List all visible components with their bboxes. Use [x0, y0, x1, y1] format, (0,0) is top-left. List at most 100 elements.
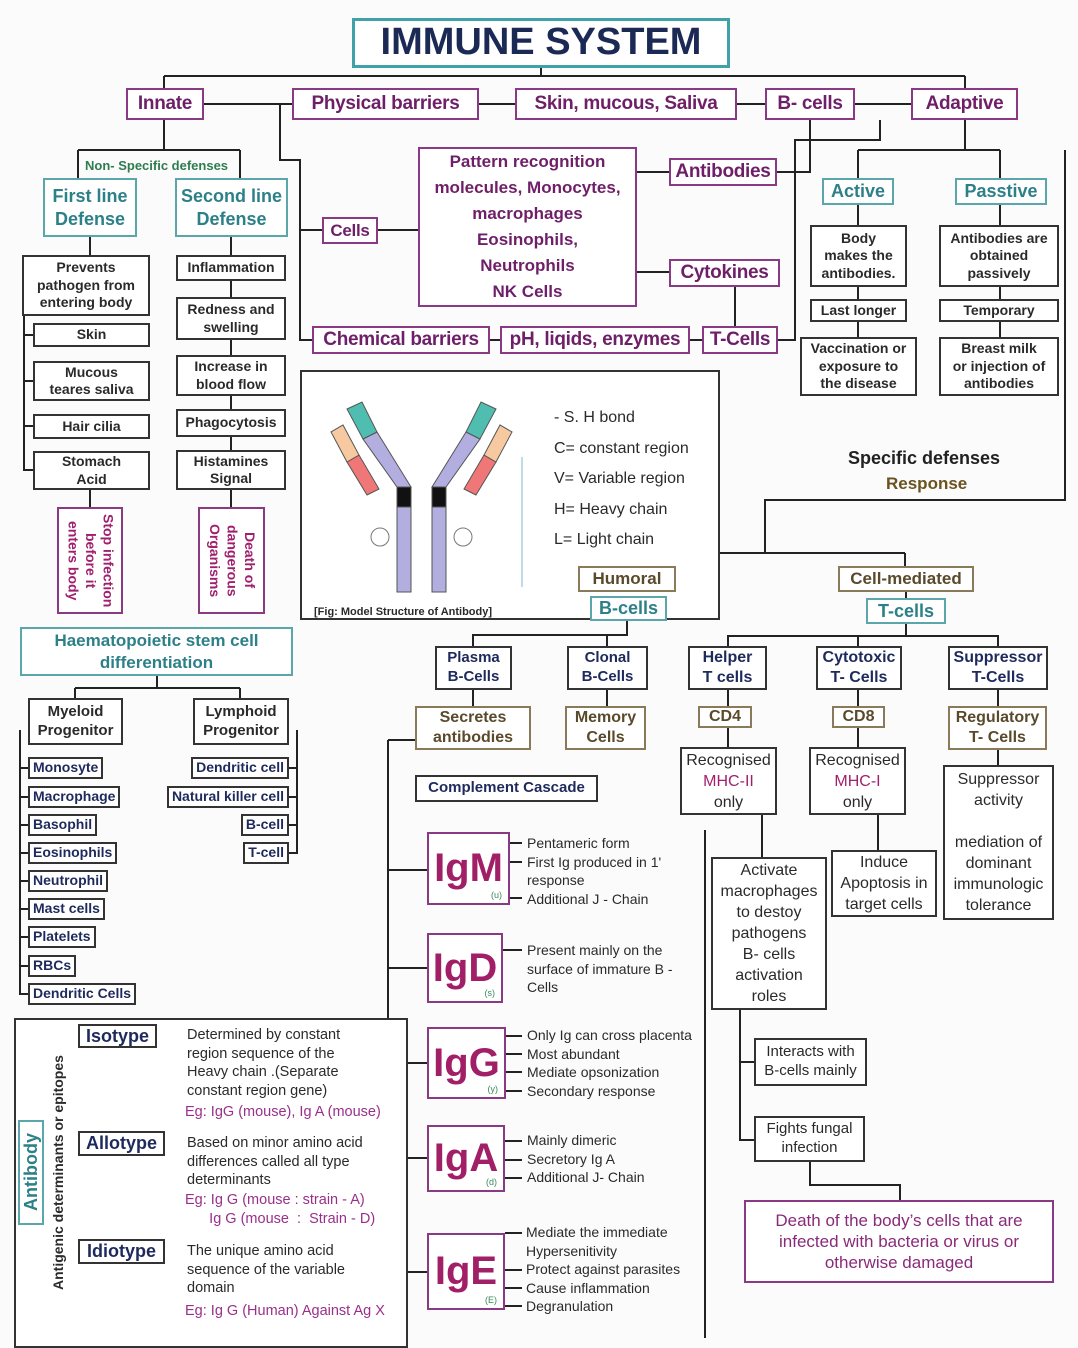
myeloid-cell: Eosinophils — [28, 842, 118, 864]
ig-chain: (E) — [485, 1295, 497, 1305]
suppressor-t-cells-box: Suppressor T-Cells — [948, 646, 1048, 690]
ig-point: Protect against parasites — [526, 1261, 681, 1277]
first-line-item: Stomach Acid — [33, 451, 150, 490]
b-cells-top-box: B- cells — [765, 88, 855, 120]
non-specific-label: Non- Specific defenses — [85, 158, 229, 173]
first-line-item: Mucous teares saliva — [33, 361, 150, 401]
ig-point: Only Ig can cross placenta — [527, 1027, 692, 1043]
passive-box: Passtive — [955, 178, 1047, 205]
allotype-box: Allotype — [78, 1131, 165, 1156]
ig-name: IgA — [433, 1136, 499, 1180]
cytotoxic-t-cells-box: Cytotoxic T- Cells — [816, 646, 902, 690]
b-cells-box: B-cells — [590, 596, 667, 621]
ig-point: Present mainly on the surface of immatur… — [527, 942, 673, 995]
recognised-label: Recognised — [815, 751, 900, 769]
interacts-box: Interacts with B-cells mainly — [754, 1038, 867, 1086]
ig-chain: (d) — [486, 1177, 497, 1187]
mhc-ii-label: MHC-II — [703, 772, 754, 790]
igg-box: IgG(y) — [427, 1027, 506, 1099]
ig-point: First Ig produced in 1' response — [527, 853, 662, 889]
antibodies-box: Antibodies — [669, 158, 777, 186]
t-cells-box: T-cells — [866, 598, 946, 624]
active-box: Active — [822, 178, 894, 205]
haematopoietic-box: Haematopoietic stem cell differentiation — [20, 627, 293, 676]
specific-defenses-title: Specific defenses — [848, 448, 1001, 468]
ig-name: IgG — [433, 1040, 500, 1085]
ig-name: IgD — [432, 945, 498, 990]
cd4-box: CD4 — [698, 706, 752, 728]
idiotype-example: Eg: Ig G (Human) Against Ag X — [185, 1303, 385, 1319]
regulatory-t-cells-box: Regulatory T- Cells — [948, 706, 1047, 750]
plasma-b-cells-box: Plasma B-Cells — [435, 646, 512, 690]
ig-name: IgM — [434, 846, 503, 890]
ig-chain: (s) — [484, 988, 496, 998]
second-line-item: Inflammation — [176, 255, 286, 281]
ig-point: Secondary response — [527, 1082, 656, 1099]
igm-box: IgM(u) — [427, 832, 510, 905]
chemical-barriers-box: Chemical barriers — [312, 326, 490, 354]
ig-chain: (u) — [491, 890, 502, 900]
myeloid-progenitor-box: Myeloid Progenitor — [28, 698, 123, 745]
lymphoid-cell: Natural killer cell — [166, 786, 289, 808]
activate-macrophages-box: Activate macrophages to destoy pathogens… — [711, 857, 827, 1010]
antigenic-determinants-label: Antigenic determinants or epitopes — [50, 1055, 66, 1290]
complement-cascade-box: Complement Cascade — [415, 775, 598, 802]
ig-point: Cause inflammation — [526, 1279, 650, 1296]
isotype-desc: Determined by constant region sequence o… — [187, 1027, 341, 1099]
passive-item: Breast milk or injection of antibodies — [939, 337, 1059, 396]
iga-box: IgA(d) — [427, 1125, 505, 1192]
isotype-box: Isotype — [78, 1024, 157, 1048]
humoral-box: Humoral — [578, 566, 676, 592]
skin-mucous-box: Skin, mucous, Saliva — [515, 88, 737, 120]
igd-points: Present mainly on the surface of immatur… — [527, 941, 702, 997]
second-line-item: Histamines Signal — [176, 450, 286, 490]
first-line-box: First line Defense — [43, 178, 137, 237]
pattern-recognition-box: Pattern recognition molecules, Monocytes… — [418, 147, 637, 307]
lymphoid-cell: B-cell — [240, 814, 289, 836]
first-line-item: Skin — [33, 323, 150, 347]
second-line-item: Phagocytosis — [176, 409, 286, 437]
myeloid-cell: Dendritic Cells — [28, 983, 137, 1005]
innate-box: Innate — [126, 88, 204, 120]
ig-point: Most abundant — [527, 1045, 620, 1062]
helper-t-cells-box: Helper T cells — [688, 646, 767, 690]
ig-point: Mediate opsonization — [527, 1064, 660, 1080]
cytokines-box: Cytokines — [669, 259, 780, 287]
ig-point: Pentameric form — [527, 835, 630, 851]
legend-item: C= constant region — [554, 439, 689, 457]
active-item: Last longer — [810, 299, 907, 322]
igd-box: IgD(s) — [427, 933, 503, 1003]
physical-barriers-box: Physical barriers — [292, 88, 479, 120]
myeloid-cell: Neutrophil — [28, 870, 108, 892]
lymphoid-cell: Dendritic cell — [191, 757, 289, 779]
ig-name: IgE — [434, 1249, 498, 1293]
antibody-label: Antibody — [18, 1120, 44, 1225]
myeloid-cell: Platelets — [28, 926, 96, 948]
active-item: Body makes the antibodies. — [810, 225, 907, 287]
suppressor-activity-box: Suppressor activity mediation of dominan… — [943, 765, 1054, 920]
legend-item: H= Heavy chain — [554, 500, 668, 518]
only-label: only — [713, 793, 744, 811]
isotype-example: Eg: IgG (mouse), Ig A (mouse) — [185, 1104, 381, 1120]
cd8-box: CD8 — [832, 706, 885, 728]
lymphoid-cell: T-cell — [243, 842, 289, 864]
myeloid-cell: Basophil — [28, 814, 98, 836]
legend-item: V= Variable region — [554, 470, 685, 487]
fights-fungal-box: Fights fungal infection — [754, 1116, 865, 1162]
idiotype-box: Idiotype — [78, 1239, 165, 1264]
induce-apoptosis-box: Induce Apoptosis in target cells — [831, 850, 937, 917]
clonal-b-cells-box: Clonal B-Cells — [567, 646, 648, 690]
t-cells-top-box: T-Cells — [702, 326, 778, 354]
second-line-box: Second line Defense — [175, 178, 288, 237]
page-title: IMMUNE SYSTEM — [352, 18, 730, 68]
adaptive-box: Adaptive — [911, 88, 1018, 120]
cell-mediated-box: Cell-mediated — [838, 566, 974, 592]
antibody-section — [14, 1018, 408, 1348]
allotype-desc: Based on minor amino acid differences ca… — [187, 1135, 363, 1188]
ph-box: pH, liqids, enzymes — [500, 326, 690, 354]
